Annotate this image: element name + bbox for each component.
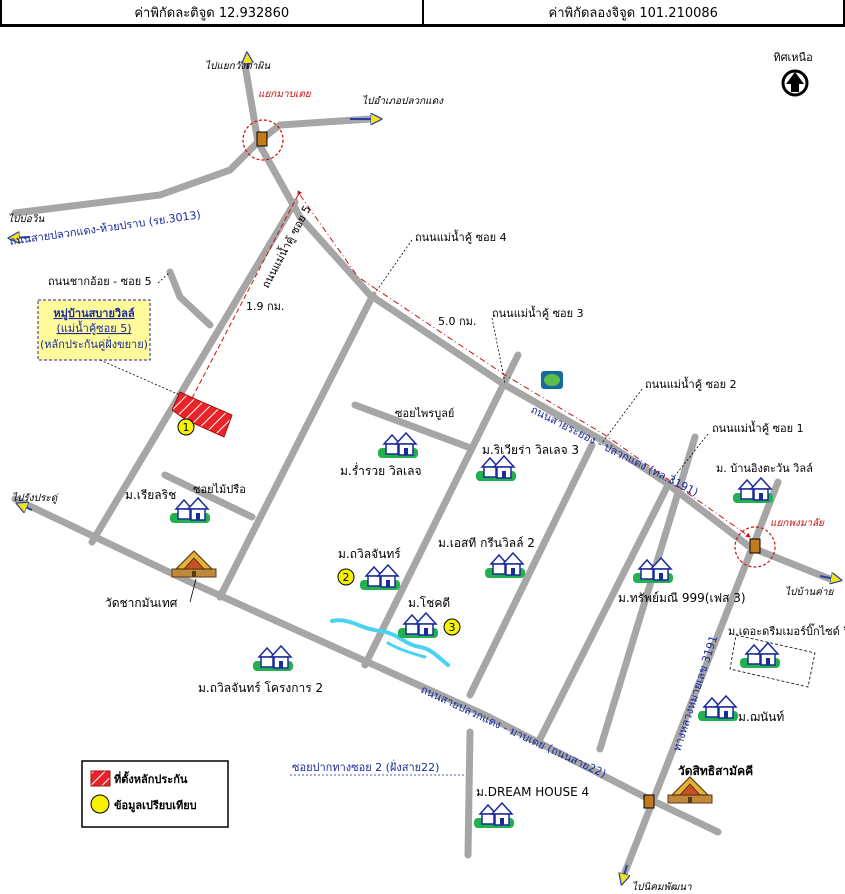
road-label-phaiboon: ซอยไพรบูลย์ [395,407,454,420]
north-arrow-icon [786,72,804,92]
legend-comparison-swatch [90,794,110,814]
road-network [11,61,834,876]
distance-5-0km: 5.0 กม. [438,315,476,328]
legend: ที่ตั้งหลักประกัน ข้อมูลเปรียบเทียบ [81,760,229,828]
road-label-soi4: ถนนแม่น้ำคู้ ซอย 4 [415,229,507,244]
direction-arrows [10,54,840,883]
village-house-icon [359,564,401,591]
direction-wangprachu: ไปรังประดู่ [12,492,59,504]
comparable-2[interactable]: 2 [337,568,355,586]
junction-mabtaphut[interactable]: แยกมาบเตย [242,89,312,161]
village-dreamer-area [729,634,816,688]
village-house-icon [397,612,439,639]
legend-collateral-swatch [90,770,111,787]
legend-comparison-label: ข้อมูลเปรียบเทียบ [114,799,197,813]
village-house-icon [377,432,419,459]
direction-nikhom: ไปนิคมพัฒนา [632,881,692,893]
subject-title: หมู่บ้านสบายวิลล์ [53,307,134,321]
junction-phongmalai[interactable]: แยกพงมาลัย [734,518,825,568]
longitude-label: ค่าพิกัดลองจิจูด 101.210086 [424,0,845,24]
road-label-maiprue: ซอยไม้ปรือ [193,483,246,496]
road-label-highway3191: ทางหลวงหมายเลข 3191 [670,634,720,753]
compass-label: ทิศเหนือ [773,51,812,64]
village-sapmanee: ม.ทรัพย์มณี 999(เฟส 3) [618,591,746,605]
distance-route [189,190,751,538]
road-label-soi3: ถนนแม่น้ำคู้ ซอย 3 [492,305,584,320]
village-dreamer: ม.เดอะดรีมเมอร์บิ๊กไซด์ วิลล์ [728,623,845,638]
village-ruamruay: ม.ร่ำรวย วิลเลจ [340,462,422,478]
temple-sitthisamakkhi: วัดสิทธิสามัคคี [678,764,753,778]
village-house-icon [739,642,781,669]
village-chanan: ม.ฌนันท์ [738,710,784,724]
coordinates-bar: ค่าพิกัดละติจูด 12.932860 ค่าพิกัดลองจิจ… [0,0,845,27]
temple-icon [171,550,217,578]
village-thawilchan2: ม.ถวิลจันทร์ โครงการ 2 [198,681,323,695]
comparable-3-number: 3 [449,621,456,634]
village-thawilchan: ม.ถวิลจันทร์ [338,547,401,561]
comparable-3[interactable]: 3 [443,618,461,636]
comparable-2-number: 2 [343,571,350,584]
utility-logo-icon [541,371,563,389]
collateral-plot[interactable] [171,391,233,438]
junction-top-label: แยกมาบเตย [258,89,312,100]
junction-bottom [643,794,655,809]
subject-callout[interactable]: หมู่บ้านสบายวิลล์ (แม่น้ำคู้ซอย 5) (หลัก… [37,299,181,396]
latitude-label: ค่าพิกัดละติจูด 12.932860 [0,0,424,24]
direction-bowin: ไปบ่อวิน [8,213,45,225]
road-label-soi-pakthang: ซอยปากทางซอย 2 (ฝั่งสาย22) [292,759,439,774]
village-dreamhouse: ม.DREAM HOUSE 4 [476,785,589,799]
direction-kaewdasin: ไปแยกวังตาผิน [205,60,271,72]
legend-collateral-label: ที่ตั้งหลักประกัน [114,771,188,786]
subject-line2: (แม่น้ำคู้ซอย 5) [57,320,132,335]
distance-1-9km: 1.9 กม. [246,300,284,313]
direction-bankhai: ไปบ้านค่าย [785,586,834,598]
temple-chakmanthet: วัดชากมันเทศ [105,596,178,610]
village-house-icon [252,645,294,672]
village-house-icon [473,802,515,829]
subject-line3: (หลักประกันคู่ฝั่งขยาย) [40,336,148,351]
village-house-icon [632,557,674,584]
village-chokdee: ม.โชคดี [408,596,450,610]
road-label-soi2: ถนนแม่น้ำคู้ ซอย 2 [645,376,737,391]
road-label-pluakdaeng-maptaphut: ถนนสายปลวกแดง - มาบเตย (ถนนสาย22) [419,683,609,781]
village-house-icon [697,695,739,722]
village-house-icon [475,455,517,482]
north-compass: ทิศเหนือ [773,51,813,97]
location-map[interactable]: แยกมาบเตย แยกพงมาลัย ไปแยกวังตาผิน ไปอำเ… [0,27,845,894]
junction-right-label: แยกพงมาลัย [770,518,825,529]
direction-amphoe: ไปอำเภอปลวกแดง [362,95,444,107]
comparable-1-number: 1 [183,421,190,434]
road-label-chakkoi: ถนนชากอ้อย - ซอย 5 [48,275,152,288]
village-sk-green: ม.เอสที กรีนวิลล์ 2 [438,536,535,550]
temple-icon [667,776,713,804]
village-banlingtawan: ม. บ้านอิงตะวัน วิลล์ [716,462,813,475]
village-rianchit: ม.เรียลริช [125,488,176,502]
comparable-1[interactable]: 1 [177,418,195,436]
water-feature [330,618,450,667]
road-label-soi1: ถนนแม่น้ำคู้ ซอย 1 [712,420,804,435]
village-house-icon [484,552,526,579]
village-riviera: ม.ริเวียร่า วิลเลจ 3 [482,443,579,457]
village-house-icon [732,477,774,504]
